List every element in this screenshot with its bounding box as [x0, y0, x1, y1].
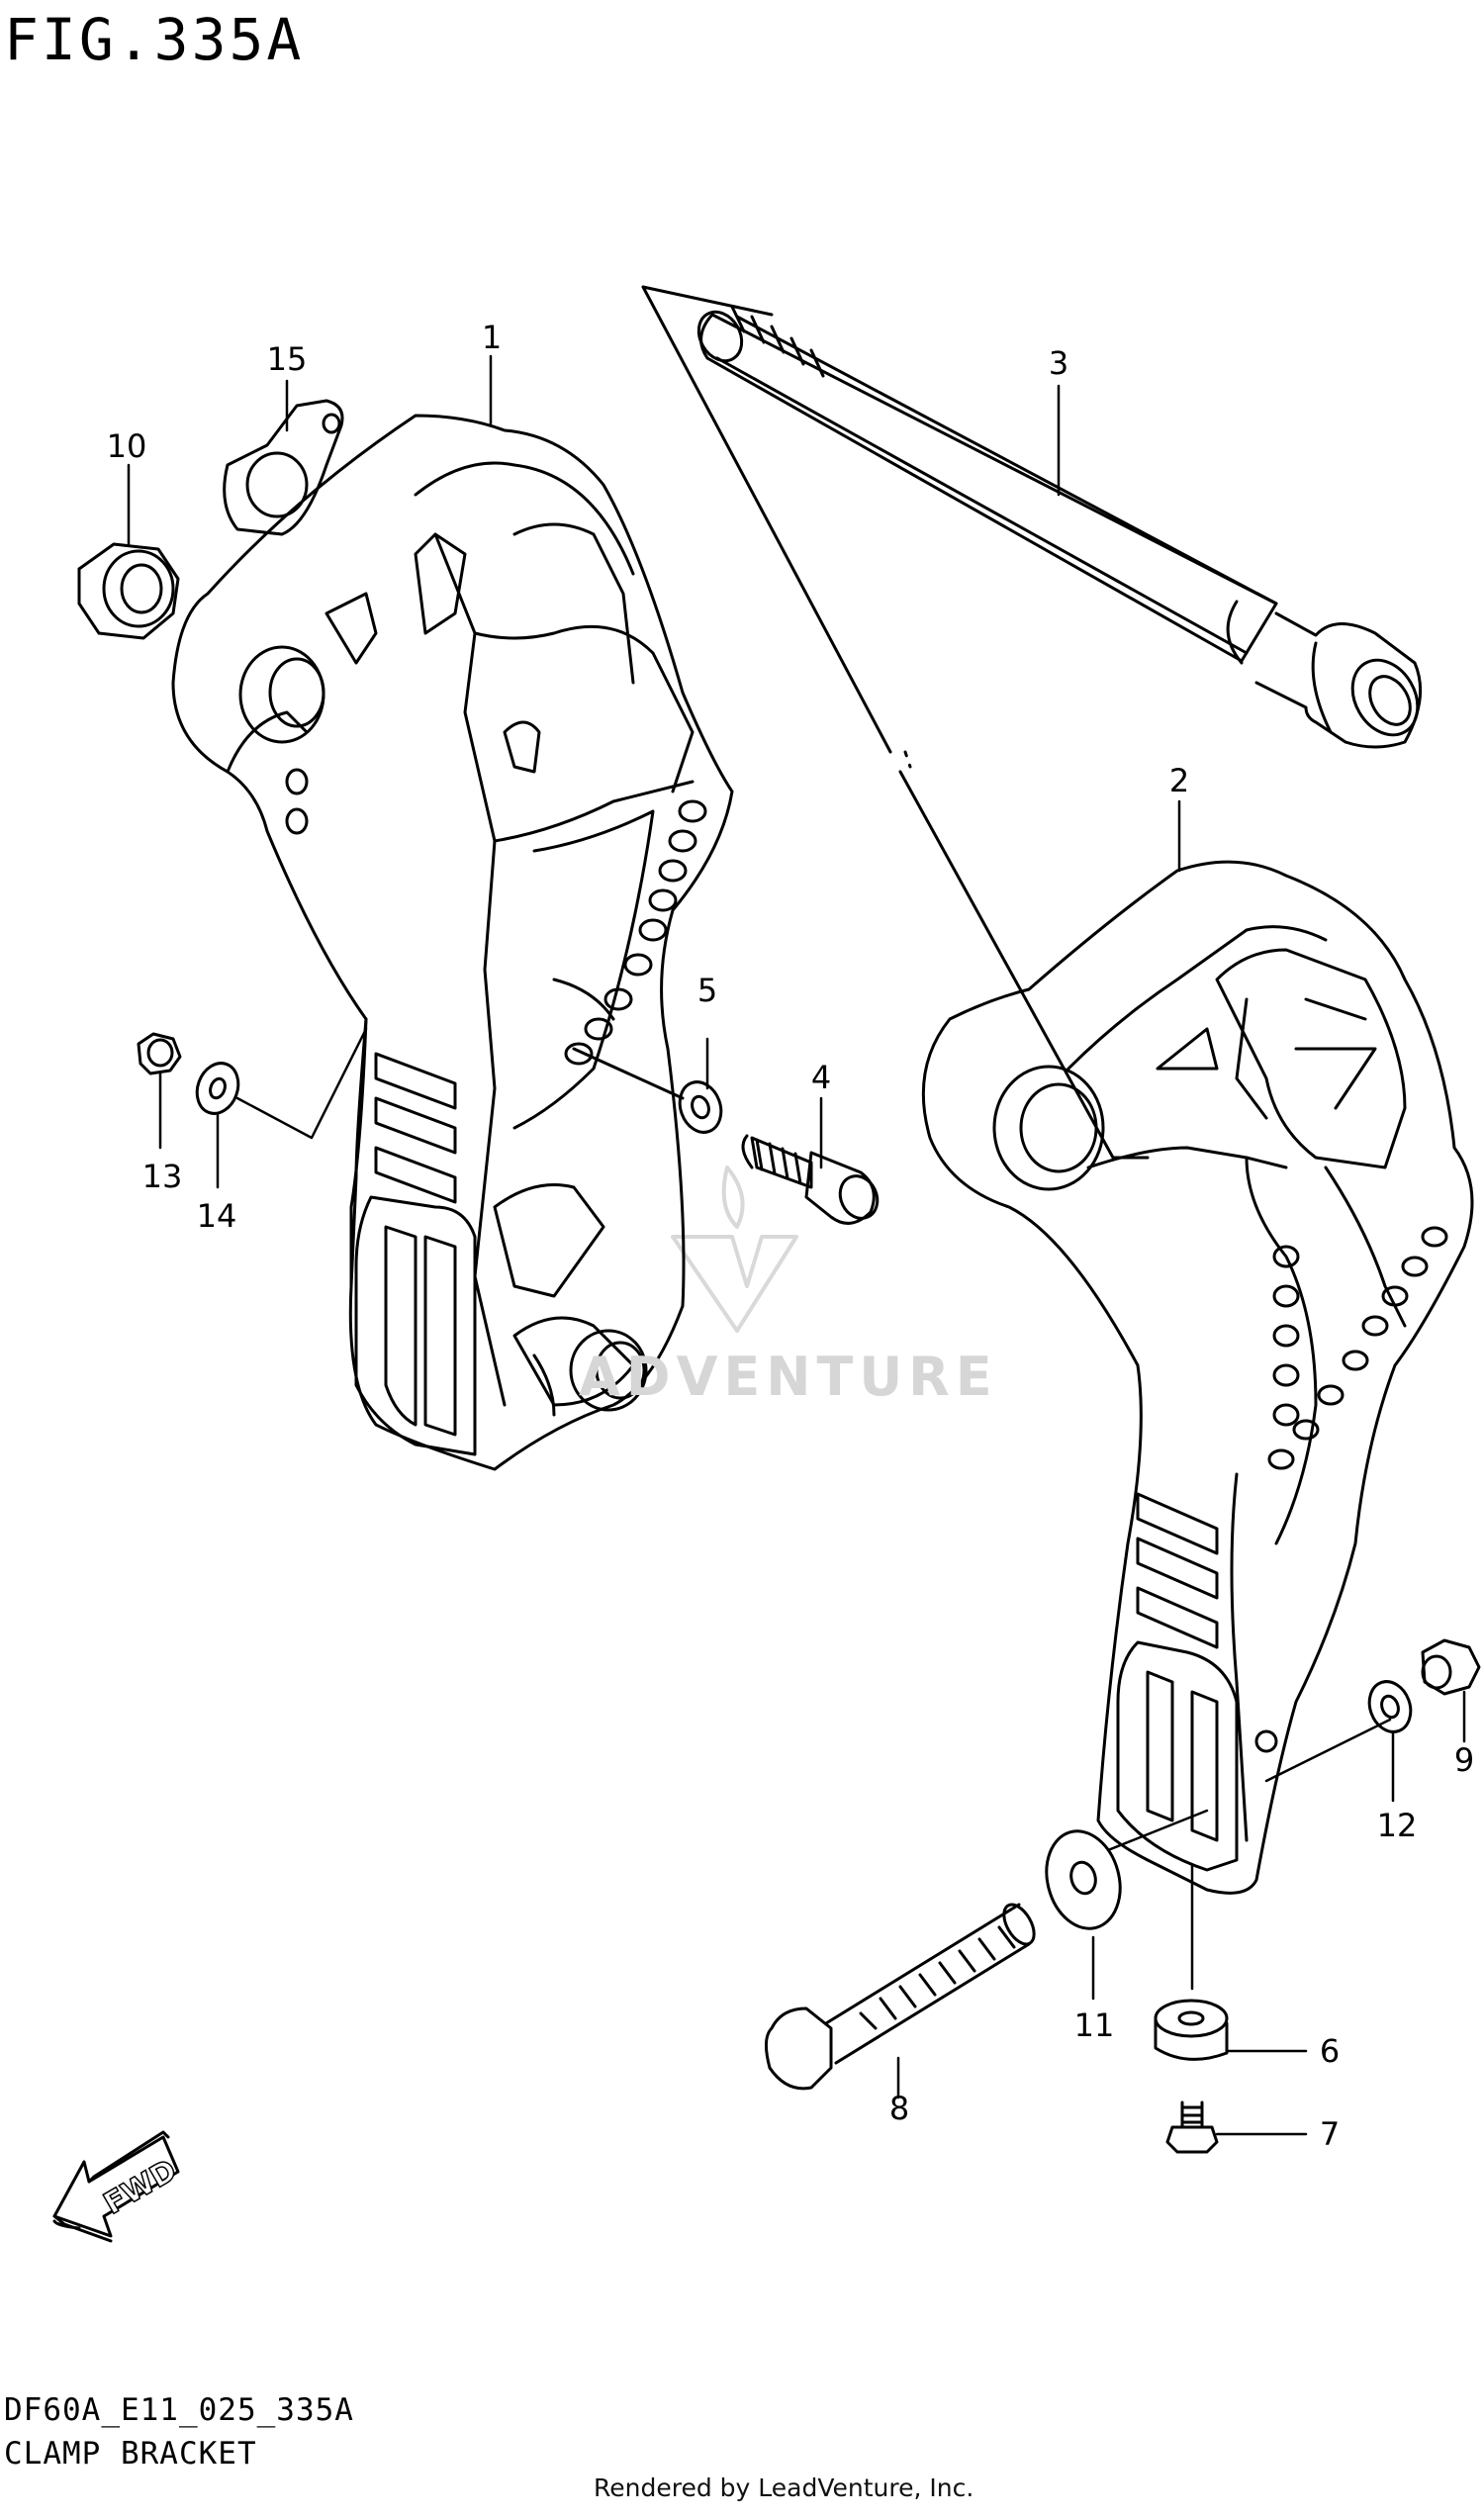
tilt-tube-bolt	[696, 305, 1423, 749]
callout-7: 7	[1320, 2115, 1340, 2153]
bolt-8	[765, 1903, 1036, 2091]
figure-title: FIG.335A	[4, 6, 305, 73]
callout-9: 9	[1454, 1741, 1474, 1779]
callout-3: 3	[1049, 344, 1068, 382]
watermark-logo	[671, 1166, 798, 1333]
callout-13: 13	[142, 1158, 183, 1195]
callout-8: 8	[889, 2090, 909, 2127]
washer-14	[195, 1062, 240, 1115]
spacer-6	[1154, 1999, 1229, 2061]
callout-5: 5	[697, 972, 717, 1009]
callout-15: 15	[267, 340, 308, 378]
nut-13	[137, 1032, 182, 1075]
clamp-bracket-left	[171, 414, 734, 1471]
figure-name: CLAMP BRACKET	[4, 2436, 257, 2472]
fwd-arrow-icon	[52, 2130, 180, 2243]
watermark-text: ADVENTURE	[579, 1346, 998, 1408]
pin-bolt	[741, 1134, 880, 1225]
figure-reference-code: DF60A_E11_025_335A	[4, 2392, 354, 2428]
bolt-7	[1165, 2100, 1219, 2154]
callout-11: 11	[1074, 2006, 1115, 2044]
nut-10	[77, 542, 180, 640]
callout-2: 2	[1169, 762, 1189, 799]
washer-11	[1045, 1829, 1122, 1930]
callout-1: 1	[482, 319, 502, 356]
washer-12	[1367, 1680, 1413, 1733]
callout-14: 14	[197, 1197, 237, 1235]
rendered-by-credit: Rendered by LeadVenture, Inc.	[594, 2473, 974, 2502]
callout-12: 12	[1377, 1807, 1418, 1844]
leader-line-guide	[641, 285, 1150, 1160]
clamp-bracket-right	[921, 860, 1474, 1895]
washer-5	[678, 1080, 723, 1134]
callout-6: 6	[1320, 2032, 1340, 2070]
callout-4: 4	[811, 1059, 831, 1096]
leader-lines	[127, 354, 1466, 2136]
nut-9	[1421, 1638, 1481, 1696]
plate-15	[223, 399, 344, 536]
callout-10: 10	[107, 427, 147, 465]
